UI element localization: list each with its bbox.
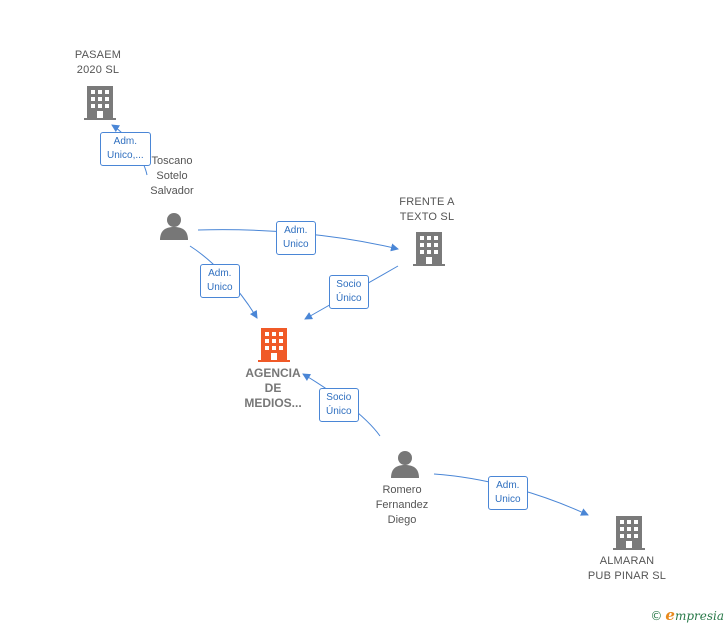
node-label-almaran[interactable]: ALMARAN PUB PINAR SL [577,554,677,584]
focus-company-building-icon[interactable] [258,328,290,362]
brand-initial: e [665,606,675,624]
node-label-toscano[interactable]: Toscano Sotelo Salvador [127,154,217,199]
edge-label-line: Unico [283,239,309,250]
edge-label-adm-unico[interactable]: Adm. Unico [276,221,316,255]
label-line: Diego [387,514,417,526]
edge-label-line: Socio [326,392,352,403]
label-line: PUB PINAR SL [587,570,667,582]
node-label-frente[interactable]: FRENTE A TEXTO SL [382,195,472,225]
edge-label-line: Unico,... [107,150,144,161]
label-line: FRENTE A [399,196,455,208]
node-label-pasaem[interactable]: PASAEM 2020 SL [58,48,138,78]
edge-label-line: Unico [495,494,521,505]
label-line: PASAEM [74,49,122,61]
brand-name: mpresia [674,609,724,623]
edge-label-adm-unico[interactable]: Adm. Unico [488,476,528,510]
edge-label-line: Adm. [113,136,138,147]
company-building-icon[interactable] [413,232,445,266]
label-line: Salvador [150,185,194,197]
label-line: ALMARAN [599,555,655,567]
label-line: Romero [382,484,422,496]
edge-label-line: Adm. [496,480,520,491]
label-line: TEXTO SL [399,211,455,223]
label-line: Toscano [151,155,193,167]
label-line: AGENCIA [245,366,301,380]
edge-label-line: Socio [336,279,362,290]
edge-label-line: Adm. [208,268,232,279]
empresia-brand[interactable]: ©empresia [650,606,724,624]
edge-label-adm-unico[interactable]: Adm. Unico [200,264,240,298]
label-line: 2020 SL [76,64,120,76]
edge-label-line: Unico [207,282,233,293]
edge-label-socio-unico[interactable]: Socio Único [319,388,359,422]
label-line: DE [264,381,282,395]
edge-label-line: Adm. [284,225,308,236]
edge-label-adm-unico[interactable]: Adm. Unico,... [100,132,151,166]
label-line: Sotelo [156,170,188,182]
company-building-icon[interactable] [84,86,116,120]
copyright-icon: © [650,609,663,623]
edge-label-socio-unico[interactable]: Socio Único [329,275,369,309]
label-line: MEDIOS... [244,396,302,410]
company-building-icon[interactable] [613,516,645,550]
node-label-romero[interactable]: Romero Fernandez Diego [357,483,447,528]
node-label-agencia[interactable]: AGENCIA DE MEDIOS... [228,366,318,411]
person-icon[interactable] [391,451,419,478]
edge-label-line: Único [336,293,362,304]
person-icon[interactable] [160,213,188,240]
edge-label-line: Único [326,406,352,417]
label-line: Fernandez [375,499,429,511]
